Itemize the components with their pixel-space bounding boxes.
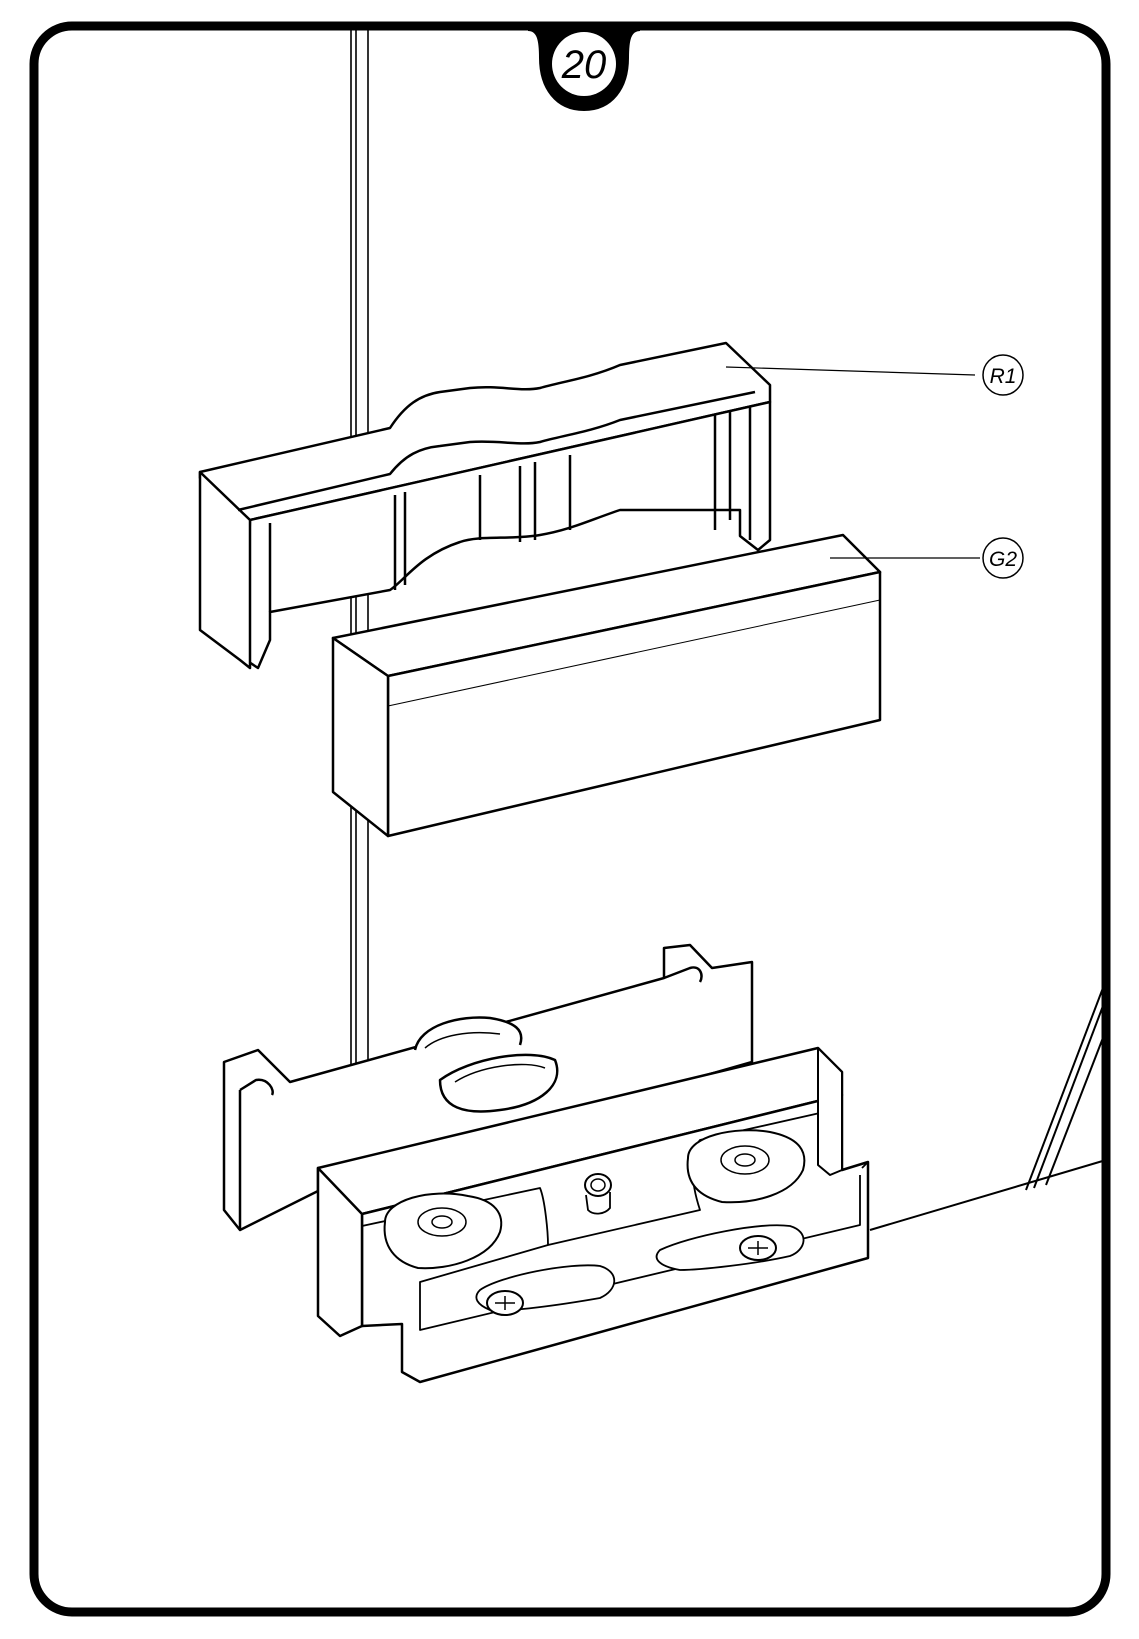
step-number: 20 <box>561 43 607 87</box>
callout-r1: R1 <box>725 354 1024 396</box>
cover-cap-r1 <box>200 343 770 668</box>
page-frame <box>29 21 1111 1617</box>
step-badge: 20 <box>527 26 641 112</box>
rear-roller <box>415 1017 521 1050</box>
roller-carriage <box>318 1048 868 1382</box>
callout-r1-label: R1 <box>990 365 1017 388</box>
background-panel <box>869 979 1107 1231</box>
gasket-block-g2 <box>333 535 880 836</box>
callout-g2: G2 <box>830 537 1024 579</box>
callout-g2-label: G2 <box>989 548 1017 571</box>
